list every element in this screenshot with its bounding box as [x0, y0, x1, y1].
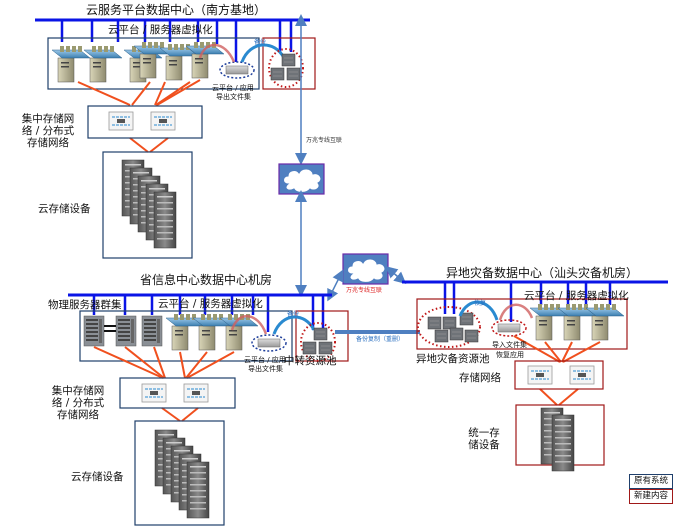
cloud2-to-dr-link [385, 266, 407, 284]
dr-dc-title: 异地灾备数据中心（汕头灾备机房） [446, 266, 639, 280]
south-cables [77, 79, 201, 153]
dr-virt-servers [529, 303, 625, 341]
province-storage-net-label-2: 络 / 分布式 [51, 397, 105, 410]
south-backup-arc [240, 43, 286, 63]
province-storage-net-label-3: 存储网络 [57, 409, 99, 422]
dr-virt-label: 云平台 / 服务器虚拟化 [524, 290, 629, 302]
dr-main-box [416, 298, 628, 350]
dr-storage-label: 统一存 储设备 [464, 427, 504, 451]
province-virt-servers [165, 313, 259, 351]
dr-storage-label-1: 统一存 [468, 427, 500, 439]
south-backup-label: 备份 [254, 39, 267, 46]
dr-storage-racks [540, 407, 575, 472]
south-storage-net-label: 集中存储网 络 / 分布式 存储网络 [18, 113, 78, 149]
south-dc-drops [60, 20, 293, 62]
province-dc-title: 省信息中心数据中心机房 [140, 273, 273, 287]
south-export-label-1: 云平台 / 应用 [212, 84, 254, 92]
legend-existing: 原有系统 [629, 474, 673, 490]
south-backup-box [262, 37, 316, 90]
south-storage-net-label-1: 集中存储网 [21, 113, 75, 125]
province-virt-box [79, 310, 293, 362]
dr-storage-net-label: 存储网络 [459, 372, 501, 384]
south-export-arc [198, 43, 236, 63]
south-export-fileset [219, 61, 255, 79]
province-transfer-pool-label: 中转资源池 [284, 355, 337, 367]
legend-new: 新建内容 [629, 489, 673, 505]
province-storage-racks [154, 429, 210, 519]
south-dc [35, 18, 316, 259]
province-transfer-pool [300, 322, 336, 362]
south-storage-label: 云存储设备 [38, 203, 91, 215]
wan-link-label-1: 万兆专线互联 [306, 137, 343, 144]
south-dc-title: 云服务平台数据中心（南方基地） [86, 3, 267, 17]
wan-links [278, 13, 407, 302]
south-storage-racks [121, 159, 177, 249]
province-physical-servers [83, 315, 163, 347]
province-physical-label: 物理服务器群集 [48, 299, 122, 311]
dr-import-label-1: 导入文件集 [492, 341, 527, 349]
province-export-label-1: 云平台 / 应用 [244, 356, 286, 364]
province-dc [68, 293, 420, 526]
province-storage-box [134, 420, 225, 526]
province-to-cloud2-link [327, 269, 344, 302]
dr-storage-label-2: 储设备 [468, 439, 500, 452]
dr-pool-label: 异地灾备资源池 [416, 353, 490, 365]
wan-link-label-2: 万兆专线互联 [346, 287, 383, 294]
province-export-fileset [251, 334, 287, 352]
south-export-label-2: 导出文件集 [216, 93, 251, 101]
province-backup-arc [272, 315, 316, 335]
south-virt-label: 云平台 / 服务器虚拟化 [108, 24, 213, 36]
province-backup-label: 备份 [287, 311, 300, 318]
province-storage-net-label: 集中存储网 络 / 分布式 存储网络 [48, 385, 108, 421]
south-storage-box [102, 151, 193, 259]
province-storage-net-label-1: 集中存储网 [51, 385, 105, 397]
province-virt-label: 云平台 / 服务器虚拟化 [158, 298, 263, 310]
replication-label: 备份复制（重删） [356, 336, 405, 343]
south-storage-net-box [87, 105, 203, 139]
dr-import-label-2: 恢复应用 [496, 351, 524, 359]
province-storage-net-box [119, 377, 236, 409]
dr-resource-pool [417, 306, 481, 348]
south-virt-box [47, 37, 260, 90]
south-storage-net-label-3: 存储网络 [27, 137, 69, 150]
dr-dc [402, 280, 668, 472]
dr-restore-arc [458, 300, 499, 321]
south-virt-servers [51, 41, 225, 83]
dr-restore-label: 恢复 [474, 300, 487, 307]
dr-import-fileset [491, 319, 527, 337]
province-export-label-2: 导出文件集 [248, 365, 283, 373]
dr-storage-net-box [514, 360, 604, 390]
south-storage-net-label-2: 络 / 分布式 [21, 125, 75, 138]
province-storage-label: 云存储设备 [71, 471, 124, 483]
